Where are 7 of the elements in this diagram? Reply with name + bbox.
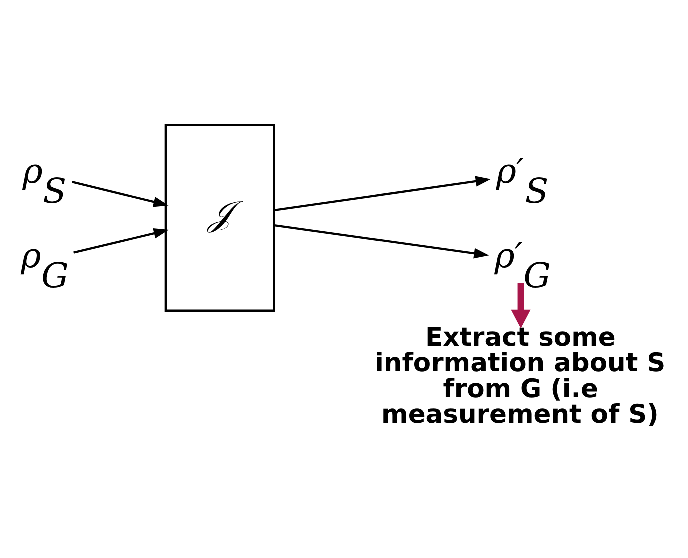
arrow: [274, 224, 490, 258]
arrow: [74, 228, 169, 254]
node-box: 𝒥: [164, 124, 276, 312]
arrow: [511, 282, 531, 328]
node-text: Extract some information about S from G (i.e measurement of S): [375, 322, 666, 430]
arrow: [274, 176, 491, 211]
arrow: [72, 180, 169, 207]
